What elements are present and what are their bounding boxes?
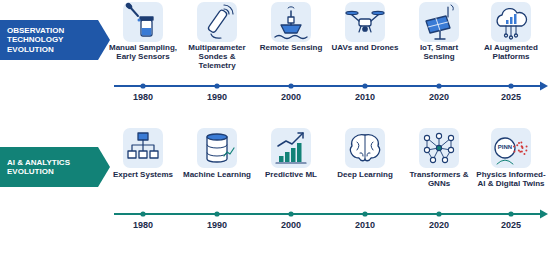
- pinn-text: PINN: [492, 144, 518, 150]
- node-text: Physics Informed- AI & Digital Twins: [476, 171, 546, 189]
- milestone-card: Manual Sampling, Early Sensors: [108, 44, 178, 62]
- icon-symbol: [128, 133, 158, 158]
- timeline-line: [114, 213, 541, 215]
- icon-background: [197, 128, 237, 168]
- milestone-card: Transformers & GNNs: [404, 171, 474, 189]
- milestone-card: Expert Systems: [108, 171, 178, 180]
- icon-tile: [197, 128, 237, 168]
- year-label: 2010: [345, 92, 385, 102]
- icon-symbol: [426, 5, 453, 39]
- timeline-line: [114, 85, 541, 87]
- year-label: 2020: [419, 92, 459, 102]
- icon-background: [123, 128, 163, 168]
- year-label: 2000: [271, 92, 311, 102]
- milestone-card: Predictive ML: [256, 171, 326, 180]
- banner-fill: [0, 20, 110, 60]
- milestone-card: Deep Learning: [330, 171, 400, 180]
- milestone-card: Remote Sensing: [256, 44, 326, 53]
- timeline-tick: [214, 211, 219, 216]
- icon-background: [345, 2, 385, 42]
- timeline-tick: [140, 211, 145, 216]
- node-text: OBSERVATION TECHNOLOGY EVOLUTION: [0, 26, 110, 54]
- icon-symbol: [207, 134, 234, 162]
- year-label: 2020: [419, 220, 459, 230]
- timeline-tick: [362, 83, 367, 88]
- section-banner: AI & ANALYTICS EVOLUTION: [0, 147, 110, 187]
- timeline-tick: [214, 83, 219, 88]
- year-label: 2025: [491, 220, 531, 230]
- banner-fill: [0, 147, 110, 187]
- node-text: UAVs and Drones: [330, 44, 400, 53]
- node-text: AI Augmented Platforms: [476, 44, 546, 62]
- milestone-card: UAVs and Drones: [330, 44, 400, 53]
- timeline-tick: [508, 83, 513, 88]
- year-label: 2025: [491, 92, 531, 102]
- node-text: Machine Learning: [182, 171, 252, 180]
- year-label: 2010: [345, 220, 385, 230]
- icon-tile: [419, 2, 459, 42]
- timeline-tick: [288, 211, 293, 216]
- timeline-tick: [288, 83, 293, 88]
- icon-background: [491, 2, 531, 42]
- timeline-arrowhead: [540, 210, 548, 219]
- icon-background: [197, 2, 237, 42]
- section-banner: OBSERVATION TECHNOLOGY EVOLUTION: [0, 20, 110, 60]
- icon-background: [419, 2, 459, 42]
- icon-symbol: [125, 2, 153, 36]
- node-text: Remote Sensing: [256, 44, 326, 53]
- icon-tile: [197, 2, 237, 42]
- timeline-tick: [436, 211, 441, 216]
- year-label: 1980: [123, 220, 163, 230]
- milestone-card: Machine Learning: [182, 171, 252, 180]
- icon-symbol: [346, 11, 384, 32]
- node-text: Manual Sampling, Early Sensors: [108, 44, 178, 62]
- milestone-card: Physics Informed- AI & Digital Twins: [476, 171, 546, 189]
- icon-background: [123, 2, 163, 42]
- timeline-tick: [140, 83, 145, 88]
- node-text: AI & ANALYTICS EVOLUTION: [0, 158, 110, 176]
- timeline-axis: [114, 82, 548, 91]
- icon-tile: [345, 2, 385, 42]
- icon-symbol: [276, 133, 306, 163]
- icon-symbol: [495, 138, 528, 164]
- icon-background: [271, 128, 311, 168]
- icon-tile: [123, 2, 163, 42]
- node-text: Transformers & GNNs: [404, 171, 474, 189]
- milestone-card: IoT, Smart Sensing: [404, 44, 474, 62]
- timeline-axis: [114, 210, 548, 219]
- milestone-card: Multiparameter Sondes & Telemetry: [182, 44, 252, 71]
- node-text: Deep Learning: [330, 171, 400, 180]
- icon-symbol: [497, 9, 526, 39]
- icon-background: [345, 128, 385, 168]
- icon-tile: [419, 128, 459, 168]
- node-text: Expert Systems: [108, 171, 178, 180]
- year-label: 1990: [197, 92, 237, 102]
- icon-tile: [123, 128, 163, 168]
- timeline-arrowhead: [540, 82, 548, 91]
- icon-tile: [491, 2, 531, 42]
- icon-tile: [271, 2, 311, 42]
- timeline-tick: [508, 211, 513, 216]
- icon-background: [491, 128, 531, 168]
- icon-tile: [345, 128, 385, 168]
- node-text: Multiparameter Sondes & Telemetry: [182, 44, 252, 71]
- icon-tile: [271, 128, 311, 168]
- year-label: 2000: [271, 220, 311, 230]
- node-text: Predictive ML: [256, 171, 326, 180]
- icon-symbol: [207, 5, 233, 38]
- icon-symbol: [350, 135, 379, 161]
- timeline-tick: [362, 211, 367, 216]
- icon-symbol: [275, 7, 307, 39]
- year-label: 1990: [197, 220, 237, 230]
- node-text: IoT, Smart Sensing: [404, 44, 474, 62]
- icon-tile: [491, 128, 531, 168]
- icon-background: [419, 128, 459, 168]
- icon-background: [271, 2, 311, 42]
- year-label: 1980: [123, 92, 163, 102]
- icon-symbol: [424, 133, 453, 162]
- timeline-tick: [436, 83, 441, 88]
- milestone-card: AI Augmented Platforms: [476, 44, 546, 62]
